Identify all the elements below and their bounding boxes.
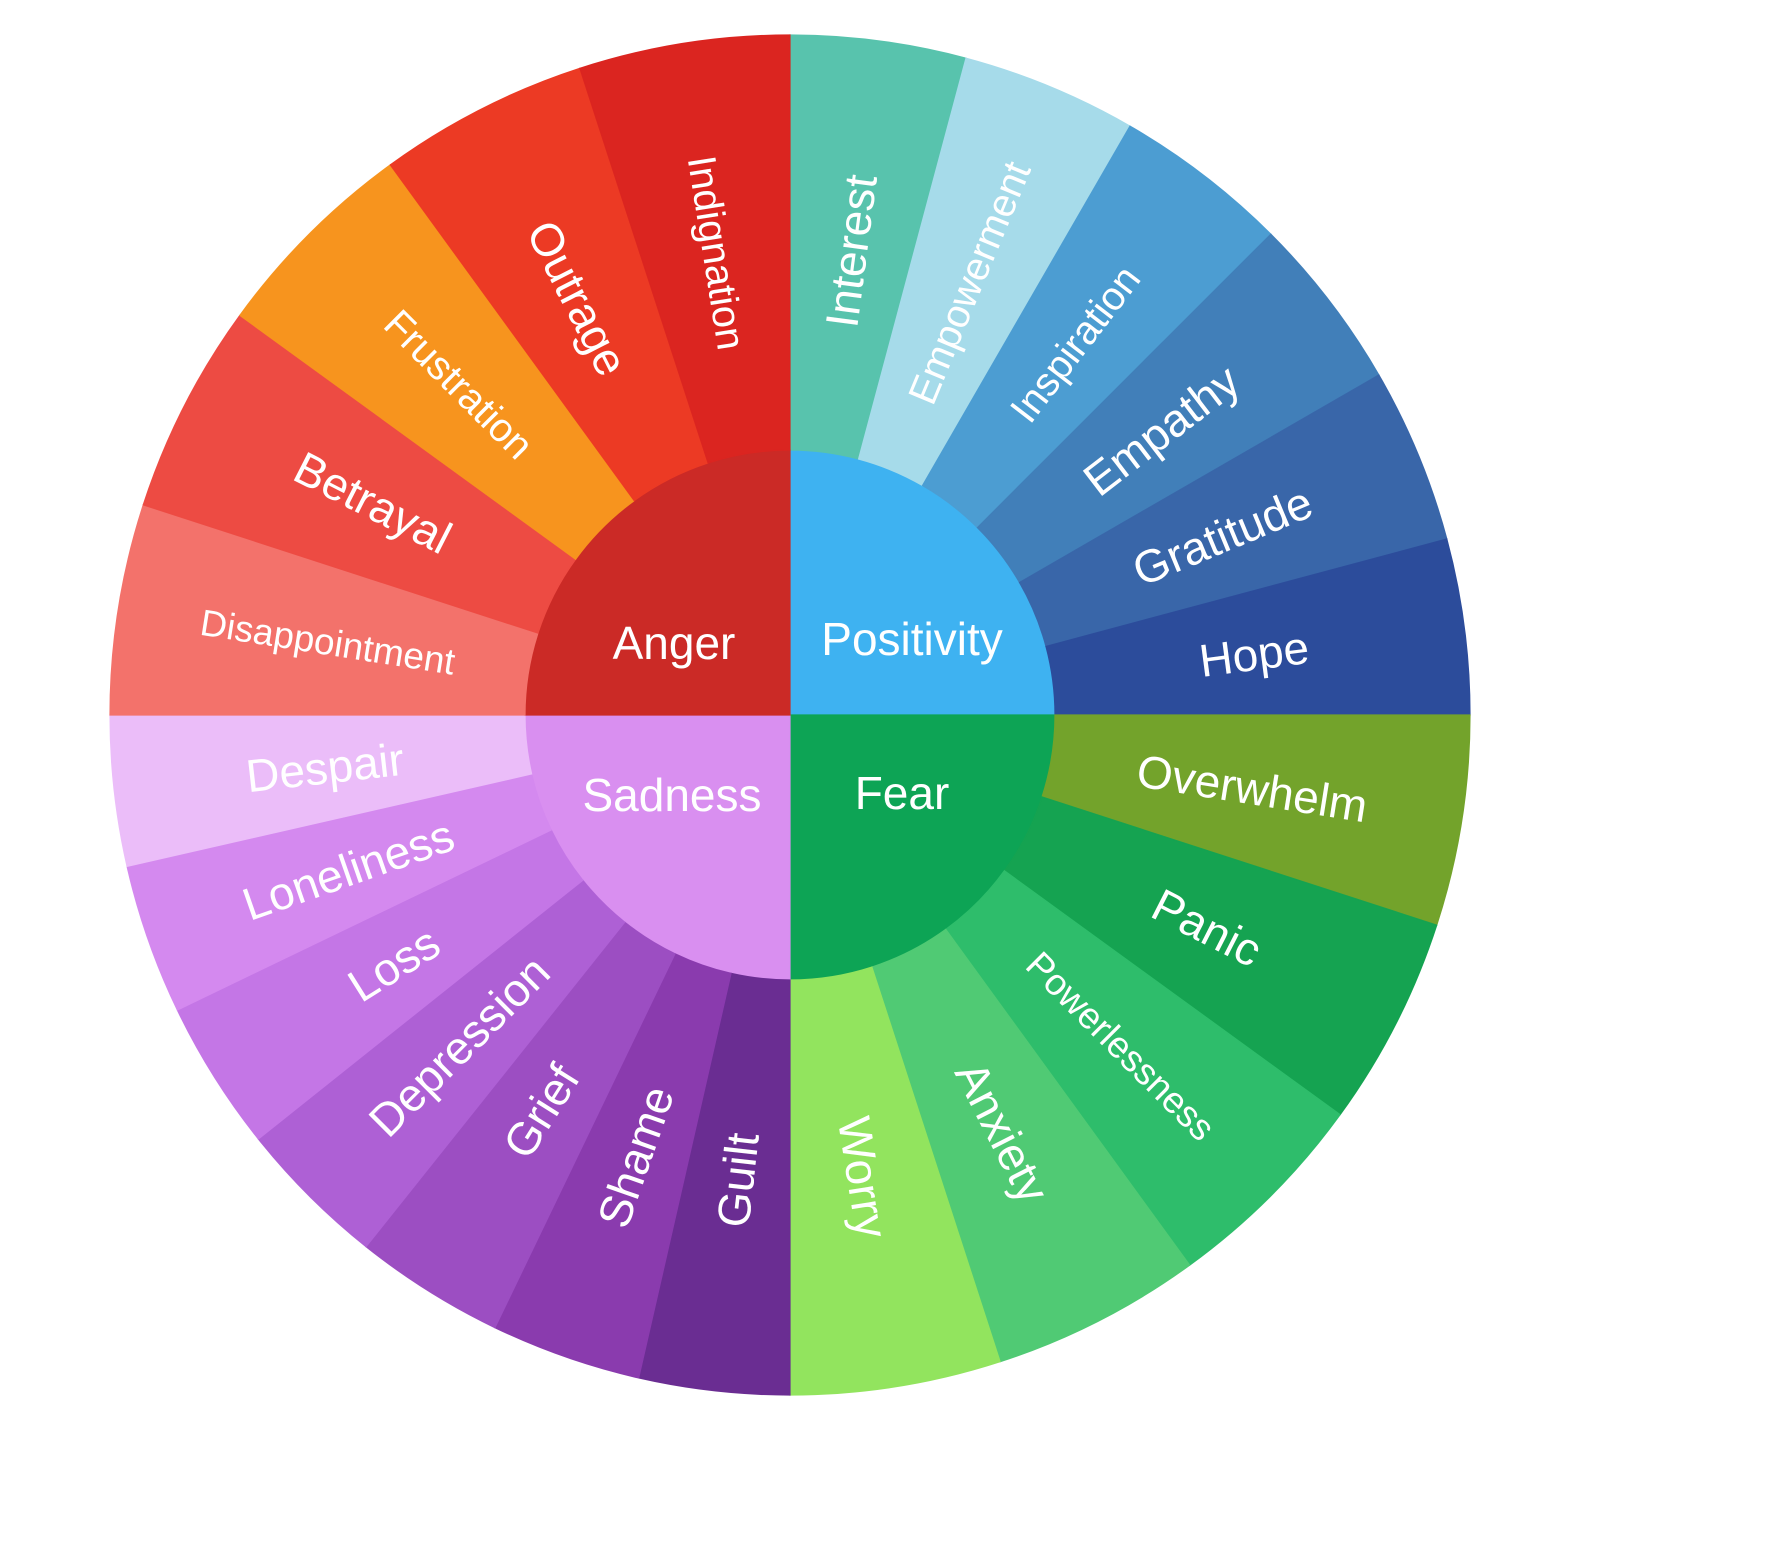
wedge-interest[interactable] [789, 34, 967, 460]
wedge-grief[interactable] [365, 921, 676, 1329]
wedge-hope[interactable] [1045, 538, 1471, 716]
wedge-depression[interactable] [257, 879, 626, 1248]
wedge-outrage[interactable] [389, 67, 709, 502]
quadrant-label-fear: Fear [855, 767, 950, 819]
wedge-anxiety[interactable] [871, 928, 1191, 1363]
wedge-gratitude[interactable] [1018, 374, 1448, 648]
wedge-panic[interactable] [1003, 796, 1438, 1116]
quadrant-label-sadness: Sadness [582, 769, 761, 821]
wedge-empathy[interactable] [976, 233, 1380, 584]
wedge-frustration[interactable] [239, 164, 636, 561]
wedge-powerlessness[interactable] [944, 869, 1341, 1266]
wedge-label-guilt: Guilt [707, 1130, 769, 1230]
wedge-worry[interactable] [789, 966, 1001, 1396]
wedge-disappointment[interactable] [109, 504, 539, 716]
wedge-loss[interactable] [176, 829, 584, 1140]
wedge-betrayal[interactable] [142, 314, 577, 634]
quadrant-label-anger: Anger [613, 617, 736, 669]
wedge-despair[interactable] [109, 714, 533, 868]
quadrant-label-positivity: Positivity [821, 613, 1002, 665]
wedge-guilt[interactable] [637, 972, 791, 1396]
wedge-inspiration[interactable] [921, 125, 1272, 529]
wedge-overwhelm[interactable] [1041, 714, 1471, 926]
wedge-shame[interactable] [494, 952, 732, 1379]
wedge-empowerment[interactable] [857, 57, 1131, 487]
wedge-loneliness[interactable] [126, 773, 553, 1011]
wedge-indignation[interactable] [579, 34, 791, 464]
